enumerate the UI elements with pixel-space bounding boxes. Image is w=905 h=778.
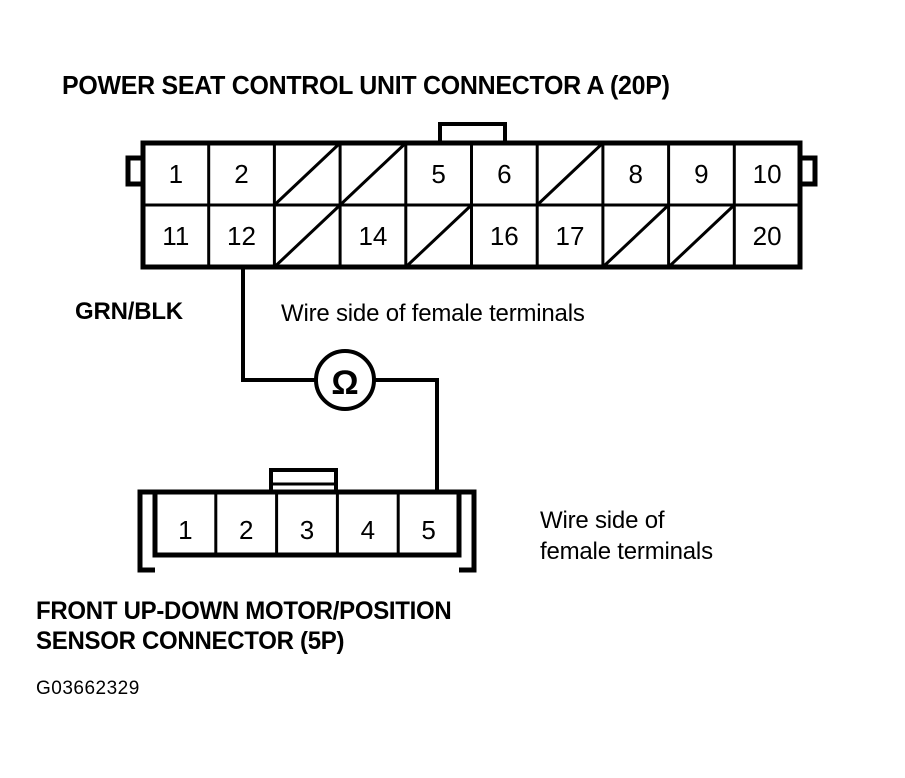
pin-label-20: 20 — [753, 221, 782, 251]
pin-label-5: 5 — [431, 159, 445, 189]
pin5p-label-1: 1 — [178, 515, 192, 545]
ohmmeter-symbol: Ω — [314, 349, 376, 411]
wire-color-label: GRN/BLK — [75, 298, 183, 325]
pin5p-label-2: 2 — [239, 515, 253, 545]
pin5p-label-5: 5 — [421, 515, 435, 545]
pin5p-label-3: 3 — [300, 515, 314, 545]
connector-5p-right-foot — [459, 489, 477, 573]
pin-label-8: 8 — [628, 159, 642, 189]
connector-5p-caption: FRONT UP-DOWN MOTOR/POSITION SENSOR CONN… — [36, 597, 452, 655]
pin-label-16: 16 — [490, 221, 519, 251]
pin-label-17: 17 — [556, 221, 585, 251]
page-title: POWER SEAT CONTROL UNIT CONNECTOR A (20P… — [62, 70, 670, 100]
connector-20p-graphic: 1 2 5 6 8 9 10 11 12 14 16 17 20 — [125, 122, 818, 270]
connector-5p-column-dividers — [214, 492, 400, 555]
pin-label-14: 14 — [358, 221, 387, 251]
ohmmeter-circle — [314, 349, 376, 411]
connector-20p-left-notch — [125, 155, 143, 187]
connector-20p-blank-slashes — [273, 141, 736, 269]
pin-label-1: 1 — [169, 159, 183, 189]
lead-right-wire — [373, 378, 439, 492]
pin-label-9: 9 — [694, 159, 708, 189]
connector-20p-top-tab — [438, 122, 507, 145]
connector-5p-body — [152, 489, 462, 558]
connector-20p-right-notch — [800, 155, 818, 187]
connector-5p-left-foot — [137, 489, 155, 573]
note-wire-side-bottom: Wire side of female terminals — [540, 507, 713, 565]
image-id-label: G03662329 — [36, 678, 140, 699]
pin-label-12: 12 — [227, 221, 256, 251]
pin-label-11: 11 — [162, 221, 189, 251]
pin-label-10: 10 — [753, 159, 782, 189]
pin5p-label-4: 4 — [361, 515, 375, 545]
pin-label-6: 6 — [497, 159, 511, 189]
ohm-glyph: Ω — [331, 364, 358, 402]
pin-label-2: 2 — [234, 159, 248, 189]
connector-5p-top-tab — [269, 468, 338, 494]
note-wire-side-top: Wire side of female terminals — [281, 300, 585, 327]
connector-20p-body — [140, 140, 803, 270]
connector-5p-graphic: 1 2 3 4 5 — [137, 468, 477, 573]
connector-20p-column-dividers — [207, 143, 736, 267]
